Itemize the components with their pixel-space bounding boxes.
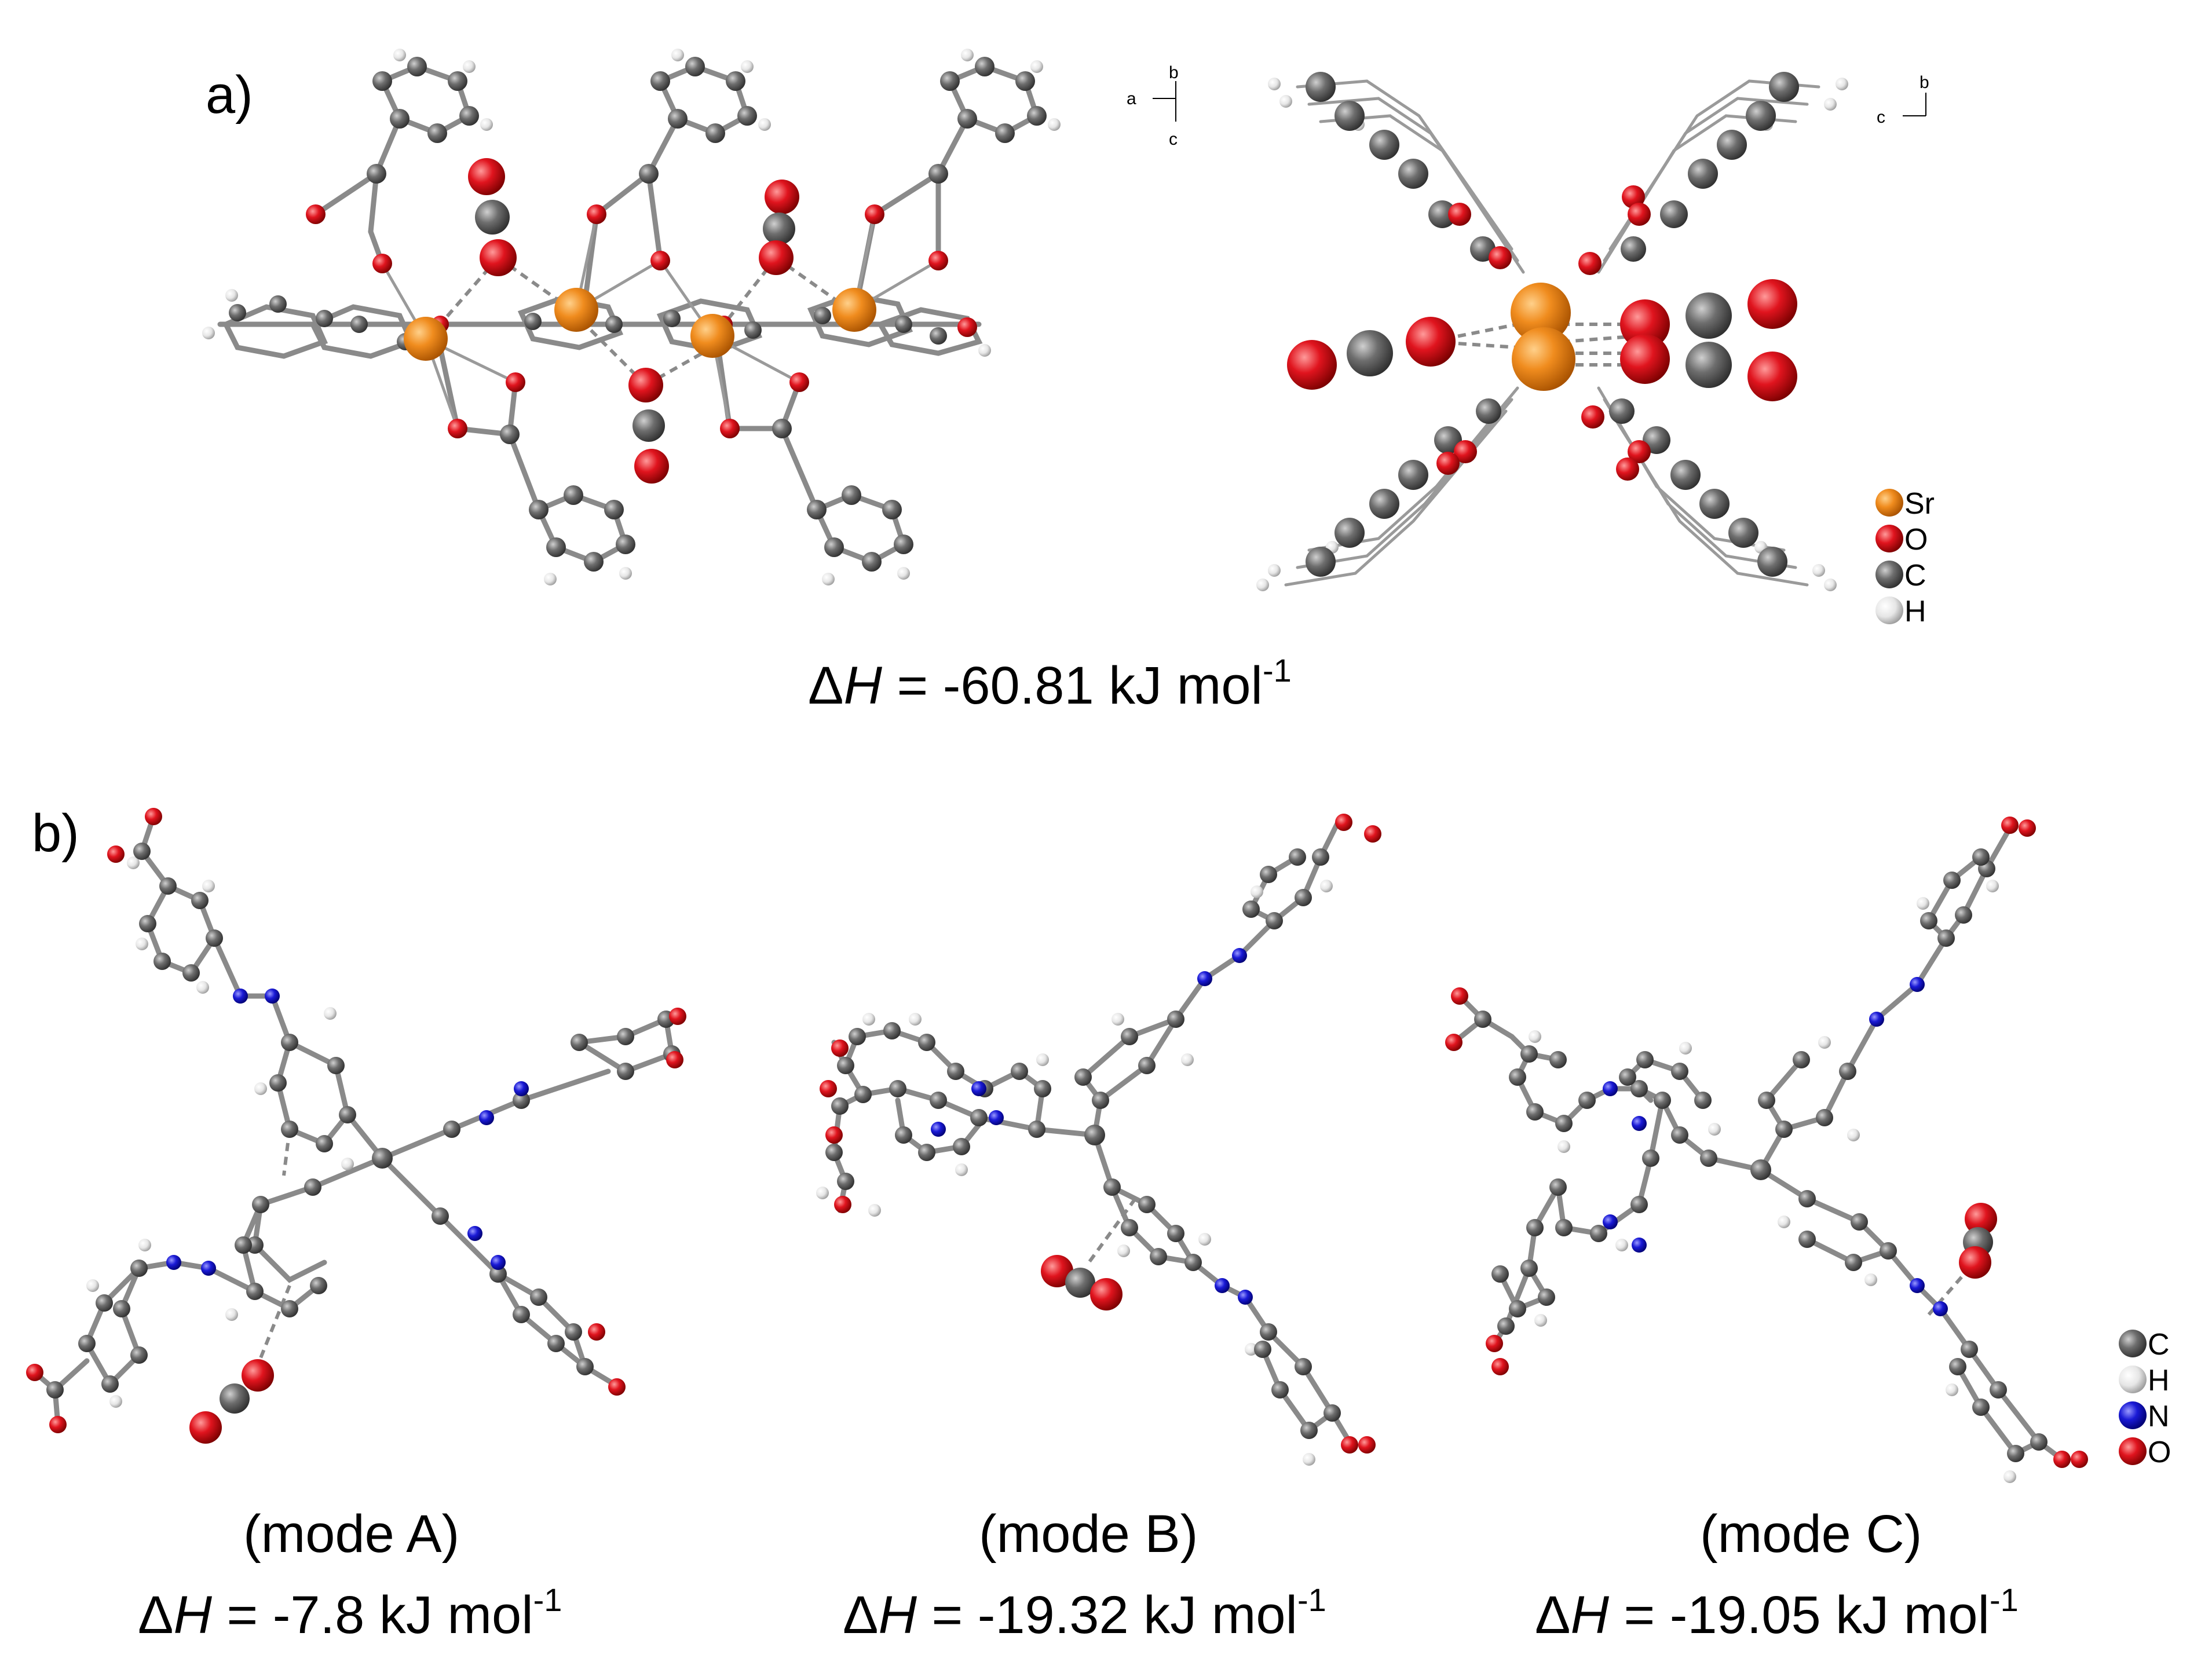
co2-molecule (1287, 317, 1456, 390)
legend-swatch-sr (1875, 489, 1903, 517)
legend-label-o: O (2148, 1436, 2171, 1469)
co2-molecule (759, 180, 799, 275)
legend-swatch-h (2119, 1366, 2147, 1393)
axis-a-label: a (1127, 89, 1136, 108)
co2-interaction-dashes (438, 256, 847, 387)
co2-molecule (1041, 1255, 1123, 1310)
enthalpy-mode-c: ΔH = -19.05 kJ mol-1 (1535, 1582, 2019, 1645)
enthalpy-panel-a: ΔH = -60.81 kJ mol-1 (808, 652, 1292, 715)
panel-a-label: a) (206, 65, 253, 125)
legend-label-h: H (2148, 1364, 2170, 1397)
mode-c-structure (1445, 817, 2088, 1483)
element-legend-a: Sr O C H (1875, 487, 1935, 628)
co2-molecule (628, 368, 669, 484)
axis-b-label: b (1169, 63, 1179, 82)
sr-chain-structure (202, 49, 1061, 585)
co2-molecule (189, 1359, 274, 1444)
co2-molecule (1959, 1203, 1997, 1279)
mode-a-label: (mode A) (243, 1504, 459, 1564)
mode-b-label: (mode B) (979, 1504, 1198, 1564)
crystal-axes-indicator-right: c b (1877, 73, 1929, 127)
legend-label-c: C (1904, 559, 1926, 592)
carbon-atoms (229, 57, 1047, 572)
sr-framework-end-view (1256, 72, 1848, 591)
co2-molecule (468, 158, 517, 276)
legend-label-c: C (2148, 1328, 2170, 1361)
mode-b-structure (816, 814, 1381, 1466)
oxygen-atoms (1436, 185, 1651, 481)
axis-c-label: c (1169, 130, 1178, 149)
legend-label-n: N (2148, 1400, 2170, 1433)
enthalpy-mode-b: ΔH = -19.32 kJ mol-1 (843, 1582, 1326, 1645)
mode-a-structure (26, 808, 686, 1444)
legend-swatch-o (1875, 525, 1903, 552)
legend-swatch-c (1875, 561, 1903, 588)
strontium-atoms (404, 288, 876, 361)
legend-swatch-c (2119, 1330, 2147, 1357)
enthalpy-mode-a: ΔH = -7.8 kJ mol-1 (138, 1582, 562, 1645)
axis-c-label: c (1877, 108, 1885, 127)
panel-b-label: b) (32, 804, 79, 863)
strontium-atoms (1511, 283, 1575, 391)
legend-label-sr: Sr (1904, 487, 1935, 521)
legend-swatch-o (2119, 1437, 2147, 1465)
crystal-axes-indicator-left: a b c (1127, 63, 1179, 149)
axis-b-label: b (1919, 73, 1929, 92)
legend-swatch-n (2119, 1401, 2147, 1429)
co2-molecule (1620, 334, 1797, 401)
element-legend-b: C H N O (2119, 1328, 2171, 1469)
legend-label-h: H (1904, 595, 1926, 628)
mode-c-label: (mode C) (1700, 1504, 1922, 1564)
co2-molecule (1620, 279, 1797, 349)
oxygen-atoms (306, 204, 977, 438)
legend-swatch-h (1875, 596, 1903, 624)
hydrogen-atoms (202, 49, 1061, 585)
legend-label-o: O (1904, 523, 1928, 557)
